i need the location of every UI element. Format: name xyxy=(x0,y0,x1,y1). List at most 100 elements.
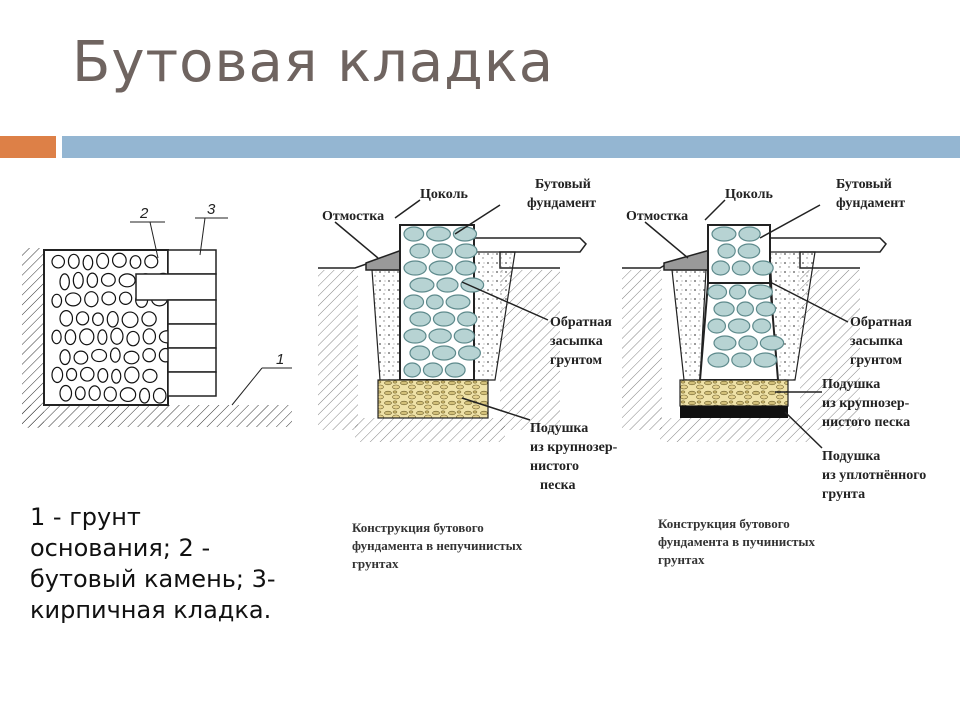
foundation-stone xyxy=(759,335,785,351)
foundation-stone xyxy=(452,226,478,242)
rubble-stone xyxy=(119,387,137,403)
rubble-stone xyxy=(75,311,90,326)
foundation-stone xyxy=(436,277,459,293)
foundation-stone xyxy=(736,301,754,317)
label-rubble-foundation-2: фундамент xyxy=(836,196,905,211)
rubble-stone xyxy=(86,272,99,288)
foundation-stone xyxy=(403,328,427,344)
legend-line-4: кирпичная кладка. xyxy=(30,596,272,624)
rubble-stone xyxy=(139,387,151,404)
foundation-stones xyxy=(707,226,785,368)
rubble-stone xyxy=(129,255,142,269)
soil-hatch xyxy=(318,270,358,430)
foundation-stone xyxy=(755,301,777,317)
rubble-stone xyxy=(100,272,116,287)
foundation-stone xyxy=(753,352,778,368)
rubble-stone xyxy=(142,368,158,384)
foundation-stone xyxy=(445,294,471,310)
label-plinth: Цоколь xyxy=(420,187,468,202)
foundation-non-heaving-figure: Цоколь Бутовый фундамент Отмостка Обратн… xyxy=(318,177,618,571)
foundation-stone xyxy=(403,226,425,242)
rubble-stone xyxy=(73,350,89,365)
foundation-stone xyxy=(409,311,432,327)
rubble-stone xyxy=(51,293,63,308)
foundation-stone xyxy=(403,260,427,276)
label-cushion-1: Подушка xyxy=(530,421,588,436)
foundation-stone xyxy=(409,243,430,259)
rubble-stone xyxy=(97,368,109,383)
foundation-stone xyxy=(707,318,727,334)
rubble-stone xyxy=(59,310,74,327)
foundation-stone xyxy=(431,243,453,259)
brick xyxy=(167,323,217,349)
label-cushion-3: нистого xyxy=(530,459,579,474)
rubble-stone xyxy=(88,385,101,401)
figure-caption-3: грунтах xyxy=(658,552,705,567)
foundation-heaving-figure: Цоколь Бутовый фундамент Отмостка Обратн… xyxy=(622,177,926,567)
foundation-stone xyxy=(717,243,736,259)
label-backfill-2: засыпка xyxy=(550,334,603,349)
label-blind-area: Отмостка xyxy=(322,209,384,224)
rubble-stone xyxy=(79,328,95,346)
rubble-stone xyxy=(152,387,167,404)
label-backfill-1: Обратная xyxy=(550,315,612,330)
soil-hatch xyxy=(355,418,505,442)
label-cushion-2: из крупнозер- xyxy=(822,396,910,411)
foundation-stone xyxy=(713,335,737,351)
brick xyxy=(135,273,217,301)
label-number-3: 3 xyxy=(207,201,216,218)
brick xyxy=(167,249,217,275)
rubble-stone xyxy=(51,254,66,269)
rubble-stone xyxy=(118,273,136,288)
foundation-stone xyxy=(707,284,728,300)
label-blind-area: Отмостка xyxy=(626,209,688,224)
foundation-stone xyxy=(432,311,456,327)
rubble-stone xyxy=(72,271,84,289)
rubble-stone xyxy=(121,311,139,329)
soil-hatch xyxy=(800,270,860,430)
foundation-stone xyxy=(431,345,457,361)
rubble-stone xyxy=(144,254,159,269)
rubble-stone xyxy=(92,312,104,327)
label-compacted-2: из уплотнённого xyxy=(822,468,926,483)
foundation-stone xyxy=(711,226,737,242)
sand-cushion xyxy=(377,379,489,419)
label-backfill-3: грунтом xyxy=(850,353,902,368)
rubble-stone xyxy=(111,368,122,384)
rubble-stone xyxy=(123,350,140,365)
label-cushion-2: из крупнозер- xyxy=(530,440,618,455)
rubble-stone xyxy=(59,384,73,402)
compacted-soil-cushion xyxy=(680,406,788,418)
rubble-stone xyxy=(111,252,127,268)
foundation-stone xyxy=(409,345,431,361)
foundation-stone xyxy=(738,226,761,242)
backfill-left xyxy=(371,269,401,381)
figure-caption-1: Конструкция бутового xyxy=(658,516,790,531)
soil-hatch xyxy=(500,270,560,430)
foundation-stone xyxy=(403,362,422,378)
figure-caption-2: фундамента в пучинистых xyxy=(658,534,816,549)
foundation-stone xyxy=(453,328,475,344)
foundation-stone xyxy=(444,362,466,378)
label-rubble-foundation-2: фундамент xyxy=(527,196,596,211)
label-backfill-1: Обратная xyxy=(850,315,912,330)
foundation-stone xyxy=(455,260,477,276)
foundation-stone xyxy=(748,284,773,300)
rubble-stone xyxy=(67,253,80,269)
foundation-stone xyxy=(458,345,481,361)
legend-caption: 1 - грунт основания; 2 - бутовый камень;… xyxy=(30,502,330,626)
figure-caption-2: фундамента в непучинистых xyxy=(352,538,523,553)
foundation-stone xyxy=(409,277,435,293)
rubble-stone xyxy=(79,366,95,382)
foundation-stone xyxy=(403,294,425,310)
foundation-stone xyxy=(426,226,452,242)
foundation-stone xyxy=(457,311,478,327)
rubble-stone xyxy=(142,347,156,363)
rubble-stone xyxy=(66,367,78,382)
label-backfill-2: засыпка xyxy=(850,334,903,349)
foundation-stone xyxy=(728,284,747,300)
figure-caption-1: Конструкция бутового xyxy=(352,520,484,535)
foundation-stone xyxy=(422,362,443,378)
label-cushion-4: песка xyxy=(540,478,576,493)
